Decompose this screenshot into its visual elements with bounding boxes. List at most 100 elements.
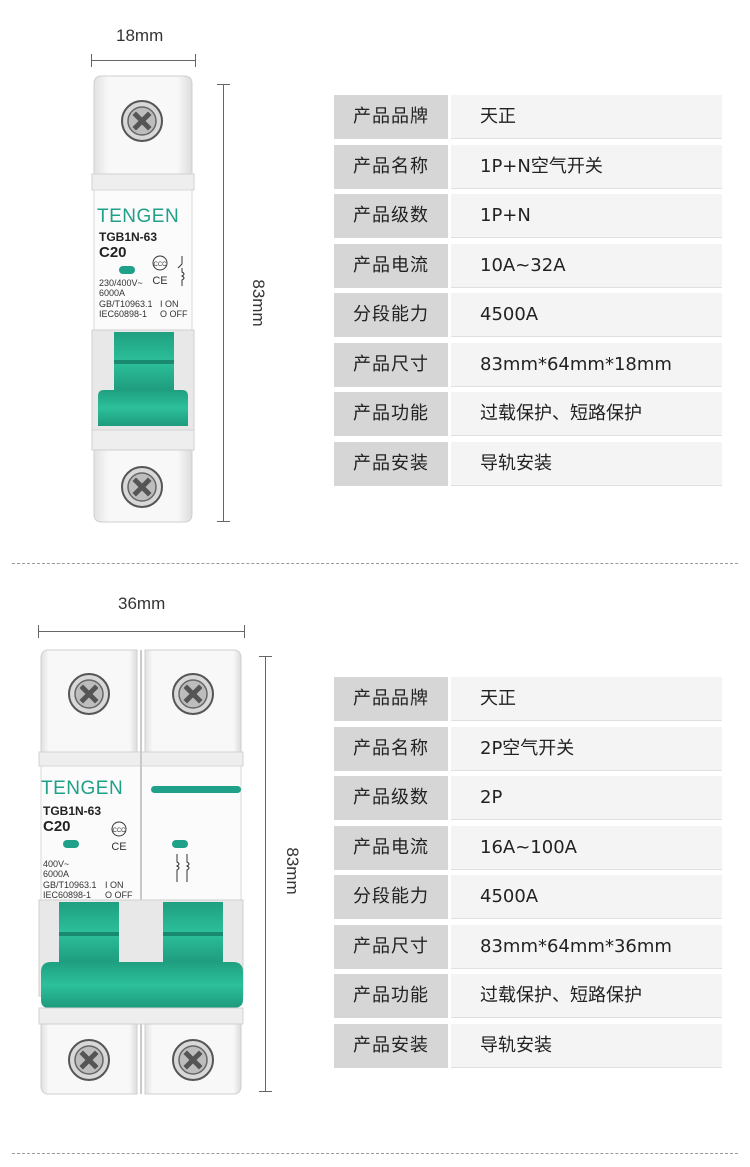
spec-key: 产品级数: [334, 776, 448, 820]
height-dimension-line: [265, 656, 266, 1092]
spec-row-breaking-capacity: 分段能力 4500A: [334, 875, 722, 919]
on-marking: I ON: [160, 299, 179, 309]
capacity-label: 6000A: [99, 288, 126, 298]
spec-row-brand: 产品品牌 天正: [334, 95, 722, 139]
breaker-1p-illustration: TENGEN TGB1N-63 C20 CCC CE 230/400V~ 600…: [90, 74, 196, 524]
spec-key: 产品名称: [334, 144, 448, 189]
spec-row-current: 产品电流 16A~100A: [334, 825, 722, 870]
spec-value: 83mm*64mm*18mm: [451, 342, 722, 387]
screw-icon: [172, 673, 214, 715]
width-dimension-tick-left: [38, 625, 39, 638]
spec-value: 天正: [451, 95, 722, 139]
spec-row-current: 产品电流 10A~32A: [334, 243, 722, 288]
height-dimension-line: [223, 84, 224, 522]
spec-key: 产品级数: [334, 194, 448, 238]
spec-key: 产品安装: [334, 1023, 448, 1068]
capacity-label: 6000A: [43, 869, 70, 879]
spec-table-2p: 产品品牌 天正 产品名称 2P空气开关 产品级数 2P 产品电流 16A~100…: [334, 677, 722, 1073]
height-dimension-tick-bottom: [259, 1091, 272, 1092]
brand-logo: TENGEN: [41, 778, 124, 799]
spec-value: 83mm*64mm*36mm: [451, 924, 722, 969]
spec-row-size: 产品尺寸 83mm*64mm*18mm: [334, 342, 722, 387]
spec-key: 产品安装: [334, 441, 448, 486]
spec-key: 产品品牌: [334, 95, 448, 139]
section-divider: [12, 1153, 738, 1154]
spec-row-breaking-capacity: 分段能力 4500A: [334, 293, 722, 337]
voltage-label: 230/400V~: [99, 278, 143, 288]
svg-text:CCC: CCC: [113, 828, 127, 834]
spec-row-size: 产品尺寸 83mm*64mm*36mm: [334, 924, 722, 969]
spec-key: 产品电流: [334, 243, 448, 288]
breaker-1p-body: [91, 75, 195, 523]
spec-row-brand: 产品品牌 天正: [334, 677, 722, 721]
spec-key: 产品名称: [334, 726, 448, 771]
rating-label: C20: [43, 818, 71, 835]
ccc-certification-icon: CCC CE: [152, 255, 168, 287]
spec-value: 过载保护、短路保护: [451, 974, 722, 1018]
width-dimension-tick-right: [244, 625, 245, 638]
spec-row-poles: 产品级数 2P: [334, 776, 722, 820]
accent-stripe: [151, 786, 241, 793]
off-marking: O OFF: [160, 309, 188, 319]
spec-value: 4500A: [451, 875, 722, 919]
width-dimension-label: 36mm: [118, 594, 166, 613]
screw-icon: [121, 466, 163, 508]
indicator-window: [172, 840, 188, 848]
spec-value: 2P空气开关: [451, 726, 722, 771]
brand-logo: TENGEN: [97, 206, 180, 227]
spec-key: 分段能力: [334, 875, 448, 919]
standard-iec-label: IEC60898-1: [99, 309, 148, 319]
svg-text:CE: CE: [152, 275, 167, 287]
spec-key: 产品功能: [334, 392, 448, 436]
screw-icon: [172, 1039, 214, 1081]
width-dimension-line: [91, 60, 195, 61]
spec-value: 16A~100A: [451, 825, 722, 870]
height-dimension-label: 83mm: [283, 847, 302, 895]
ccc-certification-icon: CCC CE: [111, 821, 127, 853]
spec-table-1p: 产品品牌 天正 产品名称 1P+N空气开关 产品级数 1P+N 产品电流 10A…: [334, 95, 722, 491]
screw-icon: [68, 673, 110, 715]
product-section-2p: 36mm 83mm: [0, 565, 750, 1155]
svg-text:CE: CE: [111, 841, 126, 853]
screw-icon: [68, 1039, 110, 1081]
off-marking: O OFF: [105, 890, 133, 900]
spec-value: 导轨安装: [451, 441, 722, 486]
model-label: TGB1N-63: [43, 804, 102, 818]
circuit-symbol-icon: [177, 256, 185, 286]
spec-value: 导轨安装: [451, 1023, 722, 1068]
height-dimension-tick-top: [259, 656, 272, 657]
spec-value: 2P: [451, 776, 722, 820]
width-dimension-tick-left: [91, 54, 92, 67]
spec-value: 1P+N: [451, 194, 722, 238]
section-divider: [12, 563, 738, 564]
svg-text:CCC: CCC: [154, 262, 168, 268]
spec-row-function: 产品功能 过载保护、短路保护: [334, 974, 722, 1018]
spec-row-name: 产品名称 2P空气开关: [334, 726, 722, 771]
product-section-1p: 18mm 83mm: [0, 0, 750, 560]
spec-value: 过载保护、短路保护: [451, 392, 722, 436]
width-dimension-tick-right: [195, 54, 196, 67]
indicator-window: [63, 840, 79, 848]
spec-key: 产品功能: [334, 974, 448, 1018]
on-marking: I ON: [105, 880, 124, 890]
spec-row-installation: 产品安装 导轨安装: [334, 1023, 722, 1068]
standard-gb-label: GB/T10963.1: [99, 299, 153, 309]
screw-icon: [121, 100, 163, 142]
spec-value: 4500A: [451, 293, 722, 337]
voltage-label: 400V~: [43, 859, 70, 869]
spec-key: 产品电流: [334, 825, 448, 870]
spec-key: 产品尺寸: [334, 342, 448, 387]
spec-row-name: 产品名称 1P+N空气开关: [334, 144, 722, 189]
rating-label: C20: [99, 244, 127, 261]
width-dimension-line: [38, 631, 244, 632]
standard-iec-label: IEC60898-1: [43, 890, 92, 900]
circuit-symbol-icon: [175, 854, 190, 882]
spec-key: 产品尺寸: [334, 924, 448, 969]
spec-value: 10A~32A: [451, 243, 722, 288]
model-label: TGB1N-63: [99, 230, 158, 244]
spec-key: 分段能力: [334, 293, 448, 337]
height-dimension-tick-top: [217, 84, 230, 85]
spec-row-poles: 产品级数 1P+N: [334, 194, 722, 238]
spec-row-installation: 产品安装 导轨安装: [334, 441, 722, 486]
spec-row-function: 产品功能 过载保护、短路保护: [334, 392, 722, 436]
